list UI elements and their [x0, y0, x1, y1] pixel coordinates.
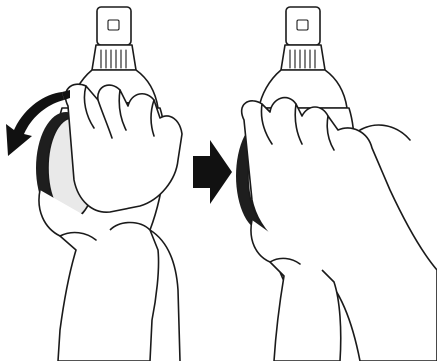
right-arrow-icon [193, 140, 232, 204]
gripping-hand-top [65, 84, 182, 212]
panel-before [6, 7, 182, 361]
device-nozzle-after [259, 7, 347, 108]
panel-after [236, 7, 437, 361]
